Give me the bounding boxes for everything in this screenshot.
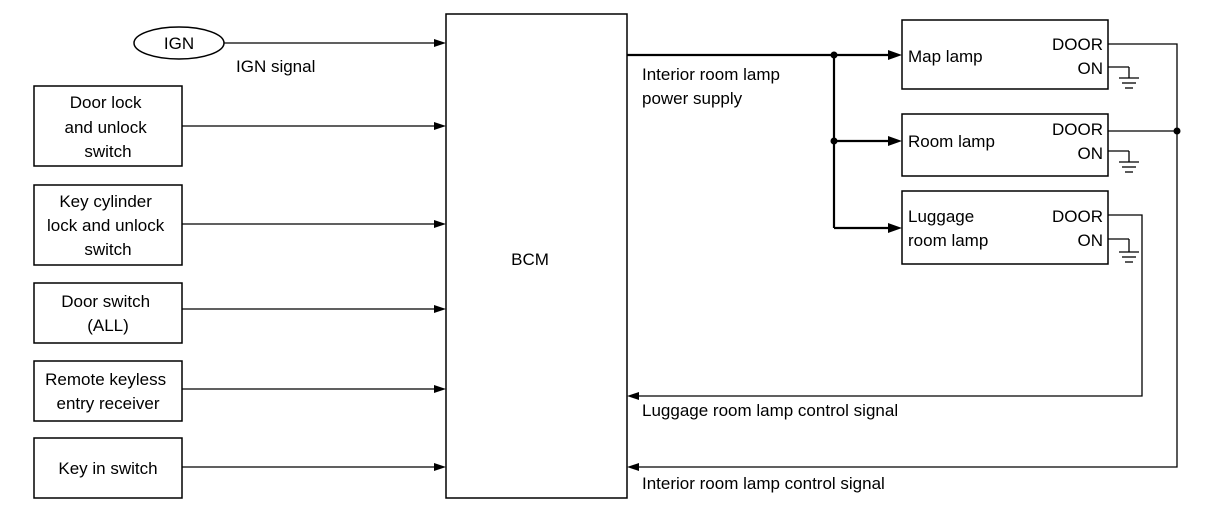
interior-control-arrowhead [627, 463, 639, 471]
remote-keyless-receiver-label: Remote keyless entry receiver [45, 370, 171, 413]
key-in-switch-label: Key in switch [58, 459, 157, 478]
bcm-box [445, 13, 628, 499]
remote-keyless-arrowhead [434, 385, 446, 393]
luggage-lamp-label: Luggage room lamp [908, 207, 988, 250]
bcm-label: BCM [511, 250, 549, 269]
junction-dot-door [1173, 127, 1181, 135]
luggage-control-signal-label: Luggage room lamp control signal [642, 401, 898, 420]
room-lamp-box [901, 113, 1109, 177]
luggage-control-arrowhead [627, 392, 639, 400]
map-lamp-door-label: DOOR [1052, 35, 1103, 54]
key-cylinder-arrowhead [434, 220, 446, 228]
key-in-switch-box [33, 437, 183, 499]
room-lamp-on-label: ON [1078, 144, 1104, 163]
luggage-lamp-arrowhead [888, 223, 902, 233]
door-switch-box [33, 282, 183, 344]
ign-arrowhead [434, 39, 446, 47]
room-lamp-arrowhead [888, 136, 902, 146]
map-lamp-on-label: ON [1078, 59, 1104, 78]
luggage-control-wire [638, 214, 1143, 397]
interior-control-signal-label: Interior room lamp control signal [642, 474, 885, 493]
map-lamp-arrowhead [888, 50, 902, 60]
key-cylinder-switch-box [33, 184, 183, 266]
ign-signal-label: IGN signal [236, 57, 315, 76]
door-switch-label: Door switch (ALL) [61, 292, 155, 335]
door-lock-switch-label: Door lock and unlock switch [65, 93, 152, 161]
luggage-lamp-box [901, 190, 1109, 265]
door-switch-arrowhead [434, 305, 446, 313]
key-cylinder-switch-label: Key cylinder lock and unlock switch [47, 192, 169, 259]
map-lamp-ground-icon [1108, 66, 1139, 89]
luggage-lamp-ground-icon [1108, 238, 1139, 263]
door-lock-switch-box [33, 85, 183, 167]
key-in-arrowhead [434, 463, 446, 471]
room-lamp-ground-icon [1108, 150, 1139, 173]
door-lock-arrowhead [434, 122, 446, 130]
luggage-lamp-on-label: ON [1078, 231, 1104, 250]
room-lamp-label: Room lamp [908, 132, 995, 151]
power-supply-label: Interior room lamp power supply [642, 65, 785, 108]
luggage-lamp-door-label: DOOR [1052, 207, 1103, 226]
room-lamp-door-label: DOOR [1052, 120, 1103, 139]
remote-keyless-receiver-box [33, 360, 183, 422]
interior-control-wire [638, 43, 1178, 468]
ign-label: IGN [164, 34, 194, 53]
map-lamp-box [901, 19, 1109, 90]
map-lamp-label: Map lamp [908, 47, 983, 66]
